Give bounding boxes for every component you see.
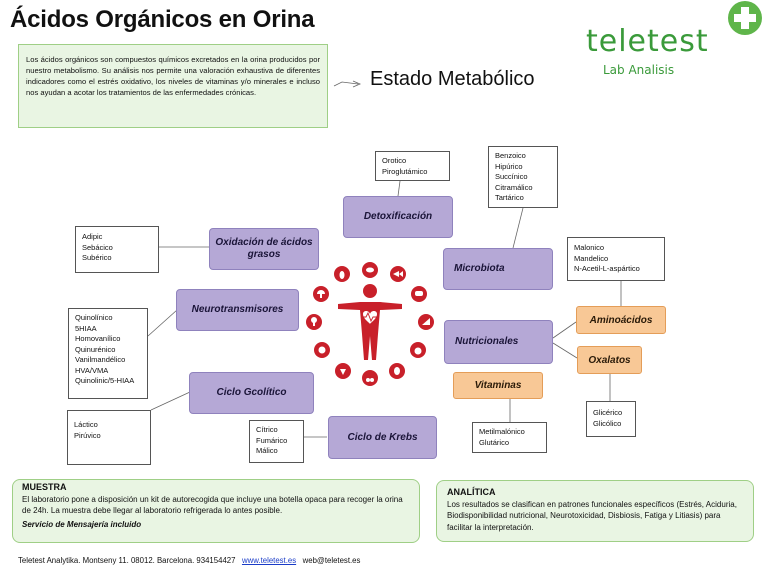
category-nutricionales: Nutricionales xyxy=(444,320,553,364)
list-item: Glutárico xyxy=(479,437,510,447)
list-item: Malonico xyxy=(574,243,605,252)
list-oxalatos: Glicérico Glicólico xyxy=(586,401,636,437)
list-item: HVA/VMA xyxy=(75,365,109,375)
list-item: Glicérico xyxy=(593,408,623,417)
list-item: Pirúvico xyxy=(74,430,101,440)
footer-address: Teletest Analytika. Montseny 11. 08012. … xyxy=(18,556,236,565)
muestra-heading: MUESTRA xyxy=(22,482,67,492)
state-label: Estado Metabólico xyxy=(370,68,535,90)
list-aminoacidos: Malonico Mandelico N-Acetil-L-aspártico xyxy=(567,237,665,281)
list-item: Benzoico xyxy=(495,151,526,160)
category-neurotransmisores: Neurotransmisores xyxy=(176,289,299,331)
list-item: Quinolinic/5-HIAA xyxy=(75,376,135,385)
list-neurotransmisores: Quinolínico 5HIAA Homovanílico Quinuréni… xyxy=(68,308,148,399)
category-detoxificacion: Detoxificación xyxy=(343,196,453,238)
list-oxidacion: Adipic Sebácico Subérico xyxy=(75,226,159,273)
list-item: Quinurénico xyxy=(75,344,116,354)
list-item: Málico xyxy=(256,446,278,455)
list-item: Tartárico xyxy=(495,193,524,202)
list-item: Orotico xyxy=(382,156,407,165)
list-item: Succínico xyxy=(495,172,528,181)
analitica-heading: ANALÍTICA xyxy=(447,487,496,497)
category-ciclo-krebs: Ciclo de Krebs xyxy=(328,416,437,459)
footer-website-link[interactable]: www.teletest.es xyxy=(241,556,297,565)
footer: Teletest Analytika. Montseny 11. 08012. … xyxy=(18,556,360,565)
category-oxidacion: Oxidación de ácidos grasos xyxy=(209,228,319,270)
category-microbiota: Microbiota xyxy=(443,248,553,290)
list-item: N-Acetil-L-aspártico xyxy=(574,264,640,273)
muestra-text: El laboratorio pone a disposición un kit… xyxy=(22,494,403,516)
list-item: Citramálico xyxy=(495,182,533,192)
category-aminoacidos: Aminoácidos xyxy=(576,306,666,334)
list-ciclo-glucolitico: Láctico Pirúvico xyxy=(67,410,151,465)
list-item: Piroglutámico xyxy=(382,166,428,176)
list-item: Vanilmandélico xyxy=(75,355,126,364)
muestra-note: Servicio de Mensajería incluido xyxy=(22,519,142,529)
list-item: Metilmalónico xyxy=(479,427,525,436)
intro-box: Los ácidos orgánicos son compuestos quím… xyxy=(18,44,328,128)
body-food-illustration xyxy=(306,262,434,386)
logo-subtitle: Lab Analisis xyxy=(603,63,675,77)
list-item: Fumárico xyxy=(256,435,288,445)
list-item: Láctico xyxy=(74,420,98,429)
logo-plus-icon xyxy=(728,1,762,35)
analitica-box: ANALÍTICA Los resultados se clasifican e… xyxy=(436,480,754,542)
cherry-icon xyxy=(362,370,378,386)
category-ciclo-glucolitico: Ciclo Gcolítico xyxy=(189,372,314,414)
list-item: Sebácico xyxy=(82,242,113,252)
footer-email[interactable]: web@teletest.es xyxy=(302,556,361,565)
list-item: Hipúrico xyxy=(495,161,523,171)
list-microbiota: Benzoico Hipúrico Succínico Citramálico … xyxy=(488,146,558,208)
list-item: Adipic xyxy=(82,232,103,241)
list-item: Subérico xyxy=(82,253,112,262)
list-ciclo-krebs: Cítrico Fumárico Málico xyxy=(249,420,304,463)
page-title: Ácidos Orgánicos en Orina xyxy=(10,6,315,33)
list-item: Glicólico xyxy=(593,418,622,428)
list-item: Quinolínico xyxy=(75,313,113,322)
list-item: Mandelico xyxy=(574,253,609,263)
list-item: Cítrico xyxy=(256,425,278,434)
list-item: 5HIAA xyxy=(75,323,97,333)
human-figure-icon xyxy=(338,284,402,360)
category-oxalatos: Oxalatos xyxy=(577,346,642,374)
list-vitaminas: Metilmalónico Glutárico xyxy=(472,422,547,453)
category-vitaminas: Vitaminas xyxy=(453,372,543,399)
muestra-box: MUESTRA El laboratorio pone a disposició… xyxy=(12,479,420,543)
analitica-text: Los resultados se clasifican en patrones… xyxy=(447,499,737,532)
list-item: Homovanílico xyxy=(75,334,121,343)
list-detox: Orotico Piroglutámico xyxy=(375,151,450,181)
logo-wordmark: teletest xyxy=(586,24,709,59)
